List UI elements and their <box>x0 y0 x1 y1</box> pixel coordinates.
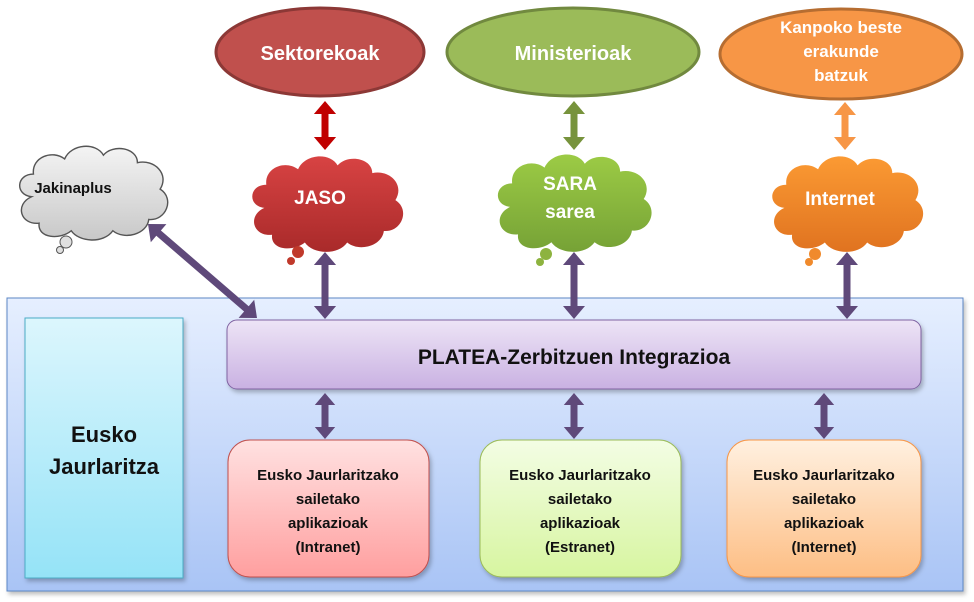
entity-sektorekoak-label: Sektorekoak <box>261 43 381 65</box>
cloud-sara-line2: sarea <box>545 202 595 223</box>
arrow-jaso-bus <box>313 252 337 319</box>
arrow-sektorekoak-jaso <box>313 101 337 150</box>
app-estranet-line4: (Estranet) <box>545 539 615 556</box>
entity-ministerioak[interactable]: Ministerioak <box>445 6 701 98</box>
entity-ministerioak-label: Ministerioak <box>515 43 633 65</box>
app-internet-line4: (Internet) <box>792 539 857 556</box>
app-intranet-line4: (Intranet) <box>296 539 361 556</box>
app-intranet-line3: aplikazioak <box>288 515 369 532</box>
cloud-jakinaplus[interactable]: Jakinaplus <box>18 145 169 254</box>
entity-sektorekoak[interactable]: Sektorekoak <box>214 6 426 98</box>
entity-kanpoko-line1: Kanpoko beste <box>780 18 902 37</box>
app-estranet-line2: sailetako <box>548 491 612 508</box>
arrow-internet-bus <box>836 252 858 319</box>
organization-label-line2: Jaurlaritza <box>49 454 160 479</box>
app-box-intranet[interactable]: Eusko Jaurlaritzako sailetako aplikazioa… <box>227 439 430 578</box>
app-box-estranet[interactable]: Eusko Jaurlaritzako sailetako aplikazioa… <box>479 439 682 578</box>
entity-kanpoko-line2: erakunde <box>803 42 879 61</box>
connection-arrows <box>148 101 858 439</box>
organization-label-line1: Eusko <box>71 422 137 447</box>
platea-integration-bus[interactable]: PLATEA-Zerbitzuen Integrazioa <box>226 319 922 390</box>
cloud-jakinaplus-label: Jakinaplus <box>34 180 112 197</box>
entity-kanpoko-beste-erakunde[interactable]: Kanpoko beste erakunde batzuk <box>718 7 964 101</box>
arrow-bus-intranet <box>314 393 336 439</box>
arrow-ministerioak-sara <box>563 101 585 150</box>
cloud-internet-label: Internet <box>805 189 875 210</box>
app-internet-line1: Eusko Jaurlaritzako <box>753 467 895 484</box>
cloud-sara-line1: SARA <box>543 174 597 195</box>
app-estranet-line3: aplikazioak <box>540 515 621 532</box>
app-intranet-line2: sailetako <box>296 491 360 508</box>
organization-box: Eusko Jaurlaritza <box>24 317 184 579</box>
app-internet-line2: sailetako <box>792 491 856 508</box>
arrow-bus-estranet <box>563 393 585 439</box>
cloud-jaso[interactable]: JASO <box>252 156 404 265</box>
app-internet-line3: aplikazioak <box>784 515 865 532</box>
arrow-jakinaplus-bus <box>148 224 257 318</box>
cloud-internet[interactable]: Internet <box>772 156 924 266</box>
app-intranet-line1: Eusko Jaurlaritzako <box>257 467 399 484</box>
entity-kanpoko-line3: batzuk <box>814 66 868 85</box>
arrow-bus-internet-apps <box>813 393 835 439</box>
cloud-sara-sarea[interactable]: SARA sarea <box>497 154 652 266</box>
integration-bus-label: PLATEA-Zerbitzuen Integrazioa <box>418 346 731 369</box>
cloud-jaso-label: JASO <box>294 188 346 209</box>
app-box-internet[interactable]: Eusko Jaurlaritzako sailetako aplikazioa… <box>726 439 922 578</box>
arrow-sara-bus <box>563 252 585 319</box>
arrow-kanpoko-internet <box>834 102 856 150</box>
app-estranet-line1: Eusko Jaurlaritzako <box>509 467 651 484</box>
